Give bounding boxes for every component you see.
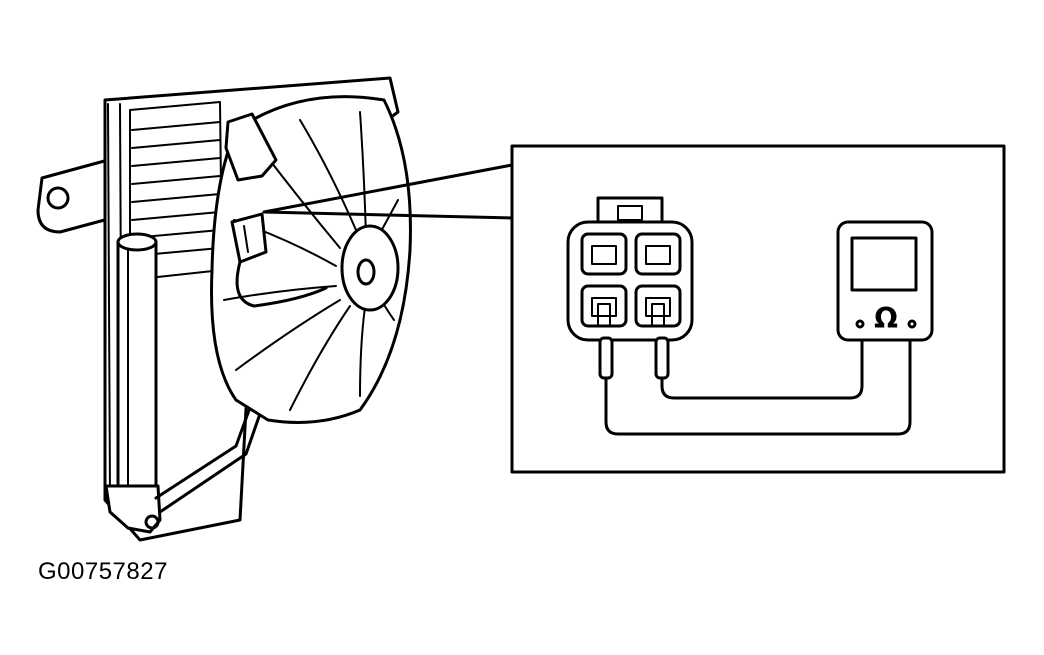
- radiator-fins: [107, 101, 223, 501]
- ohm-symbol-label: Ω: [874, 302, 898, 335]
- cooling-fan-assembly-icon: [36, 76, 412, 542]
- motor-wire: [235, 260, 328, 308]
- receiver-drier-cylinder: [116, 232, 158, 498]
- meter-display: [850, 236, 918, 292]
- pin-cavity-1: [580, 232, 628, 276]
- pin-cavity-3: [580, 284, 628, 328]
- figure-id-label: G00757827: [38, 558, 168, 585]
- pin-cavity-4: [634, 284, 682, 328]
- detail-inset-frame: [510, 144, 1006, 474]
- pin-cavity-2: [634, 232, 682, 276]
- fan-support-strut: [154, 400, 264, 514]
- lower-bracket: [104, 484, 162, 534]
- test-lead-outer: [604, 334, 912, 436]
- fan-motor-hub: [340, 224, 400, 312]
- lower-bolt: [144, 514, 160, 530]
- meter-jack-left: [855, 319, 865, 329]
- meter-jack-right: [907, 319, 917, 329]
- bracket-bolt-hole: [46, 186, 70, 210]
- motor-connector-plug: [230, 212, 268, 264]
- probe-right: [654, 336, 670, 380]
- test-lead-inner: [660, 334, 864, 400]
- four-pin-connector-icon: [566, 196, 694, 342]
- callout-leader: [262, 163, 514, 220]
- harness-connector-block: [224, 112, 278, 182]
- test-probes: [598, 336, 670, 380]
- probe-left: [598, 336, 614, 380]
- ohmmeter-icon: Ω: [836, 220, 934, 342]
- mounting-bracket: [36, 158, 114, 234]
